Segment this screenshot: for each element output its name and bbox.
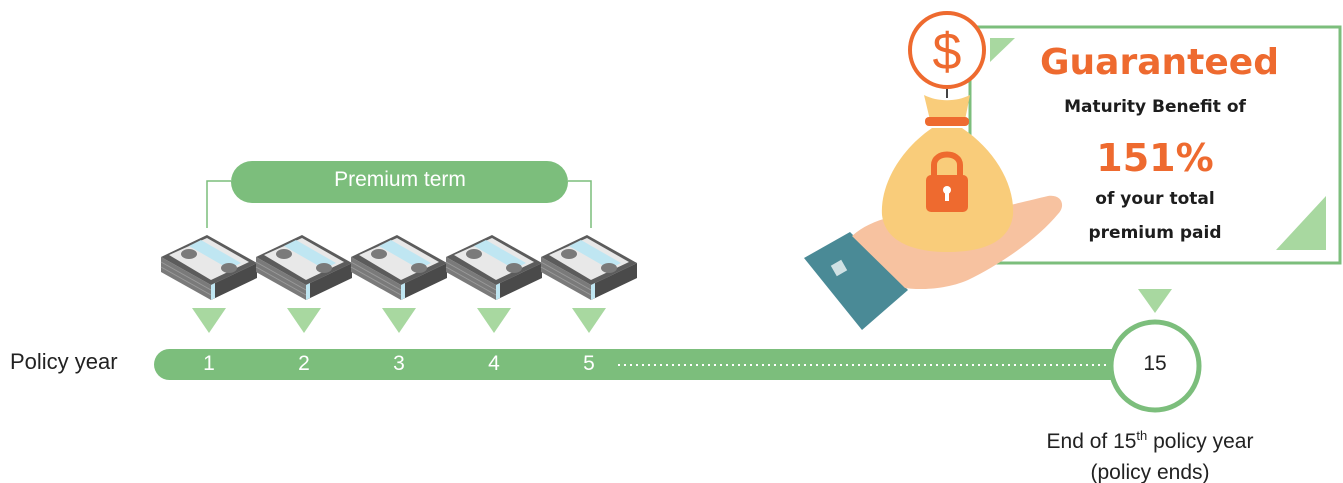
premium-term-label: Premium term (334, 168, 466, 191)
down-triangle-icon (382, 308, 416, 333)
svg-text:$: $ (933, 23, 962, 81)
down-triangle-icon (1138, 289, 1172, 313)
year-label: 3 (393, 352, 405, 375)
caption-suffix: policy year (1147, 430, 1254, 453)
axis-label: Policy year (10, 349, 118, 374)
caption-line2: (policy ends) (1090, 461, 1210, 483)
caption-prefix: End of 15 (1046, 430, 1137, 453)
benefit-line1: Maturity Benefit of (1064, 97, 1246, 117)
year-label: 2 (298, 352, 310, 375)
box-corner-top (990, 38, 1015, 62)
end-year-label: 15 (1143, 352, 1167, 375)
benefit-line2: of your total (1095, 189, 1215, 209)
cash-stack-icon (540, 234, 638, 301)
caption-sup: th (1136, 428, 1148, 443)
premium-term-pill (231, 161, 568, 203)
padlock-icon (926, 151, 968, 212)
dollar-icon: $ (908, 11, 986, 89)
year-label: 4 (488, 352, 500, 375)
end-year-circle (1108, 319, 1202, 413)
benefit-line3: premium paid (1088, 223, 1222, 243)
premium-term-bracket (206, 180, 592, 228)
down-triangle-icon (192, 308, 226, 333)
cash-stack-icon (350, 234, 448, 301)
benefit-headline: Guaranteed (1040, 42, 1279, 83)
cash-stack-icon (445, 234, 543, 301)
down-triangle-icon (477, 308, 511, 333)
down-triangle-icon (287, 308, 321, 333)
benefit-percent: 151% (1096, 136, 1214, 180)
year-label: 1 (203, 352, 215, 375)
end-caption: End of 15th policy year (policy ends) (1000, 420, 1300, 483)
cash-stack-icon (255, 234, 353, 301)
box-corner-bottom (1276, 196, 1326, 250)
down-triangle-icon (572, 308, 606, 333)
cash-stack-icon (160, 234, 258, 301)
year-label: 5 (583, 352, 595, 375)
